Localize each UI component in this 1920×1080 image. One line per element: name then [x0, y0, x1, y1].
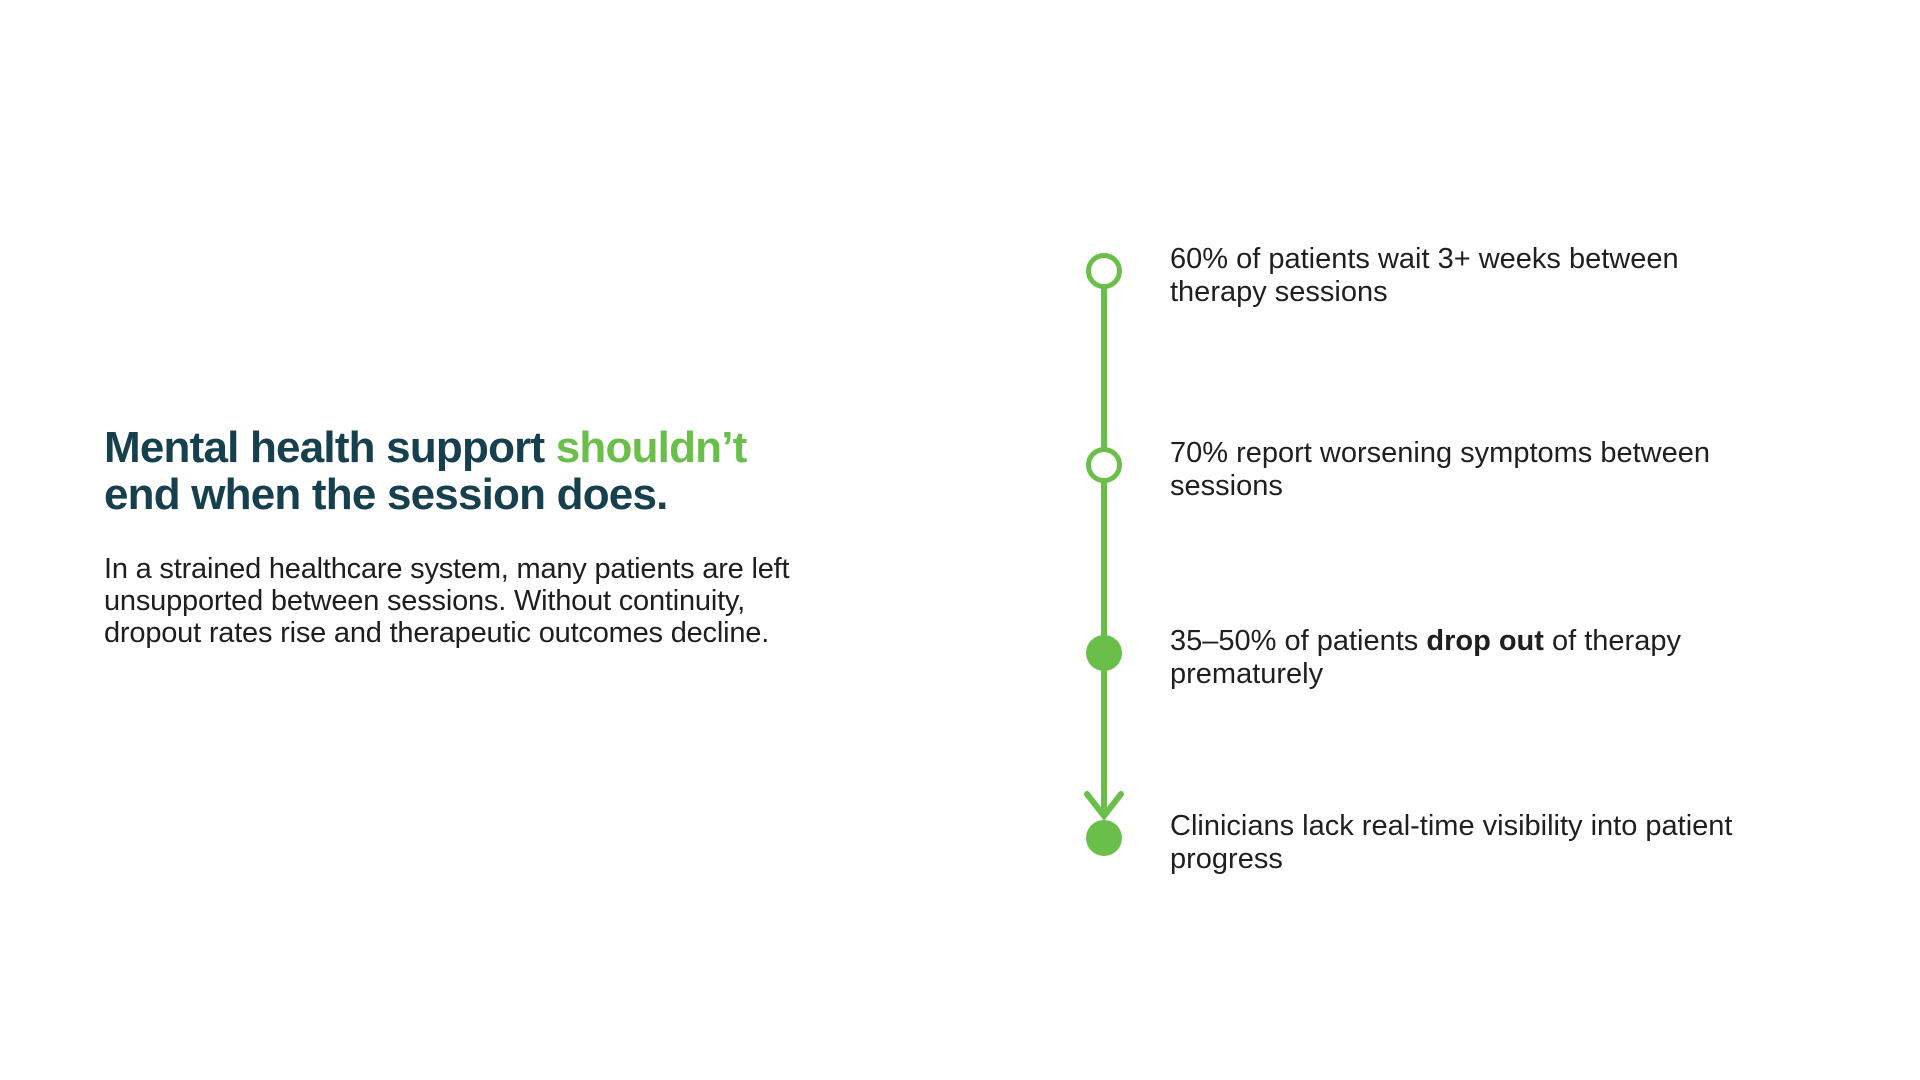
timeline-item-line: 70% report worsening symptoms between	[1170, 437, 1710, 469]
timeline-item-line: therapy sessions	[1170, 276, 1388, 308]
hero-paragraph-line: dropout rates rise and therapeutic outco…	[104, 616, 770, 649]
hero-paragraph-line: In a strained healthcare system, many pa…	[104, 553, 790, 586]
hero-paragraph: In a strained healthcare system, many pa…	[104, 553, 864, 650]
timeline-hollow-circle-icon	[1086, 253, 1122, 289]
timeline-item-line: progress	[1170, 843, 1283, 875]
timeline-item-text: 35–50% of patients	[1170, 625, 1427, 657]
timeline-item-line: Clinicians lack real-time visibility int…	[1170, 810, 1733, 842]
timeline-item: 35–50% of patients drop out of therapy p…	[1170, 625, 1681, 691]
timeline-filled-circle-icon	[1086, 820, 1122, 856]
timeline-item-line: 60% of patients wait 3+ weeks between	[1170, 243, 1679, 275]
timeline-item-bold-text: drop out	[1426, 625, 1544, 657]
timeline-item-line: prematurely	[1170, 658, 1324, 690]
timeline-filled-circle-icon	[1086, 635, 1122, 671]
timeline-item: 70% report worsening symptoms between se…	[1170, 437, 1710, 503]
headline-highlight: shouldn’t	[555, 423, 748, 472]
timeline-item: 60% of patients wait 3+ weeks between th…	[1170, 243, 1679, 309]
hero-paragraph-line: unsupported between sessions. Without co…	[104, 585, 745, 618]
timeline-item-line: 35–50% of patients drop out of therapy	[1170, 625, 1681, 658]
timeline-hollow-circle-icon	[1086, 447, 1122, 483]
timeline-item: Clinicians lack real-time visibility int…	[1170, 810, 1732, 876]
timeline-item-line: sessions	[1170, 470, 1283, 502]
headline-part2: end when the session does.	[104, 470, 668, 520]
arrow-down-icon	[1084, 791, 1124, 821]
timeline-item-text: of therapy	[1543, 625, 1681, 657]
timeline-line	[1101, 271, 1107, 811]
headline-part1: Mental health support	[104, 423, 556, 472]
